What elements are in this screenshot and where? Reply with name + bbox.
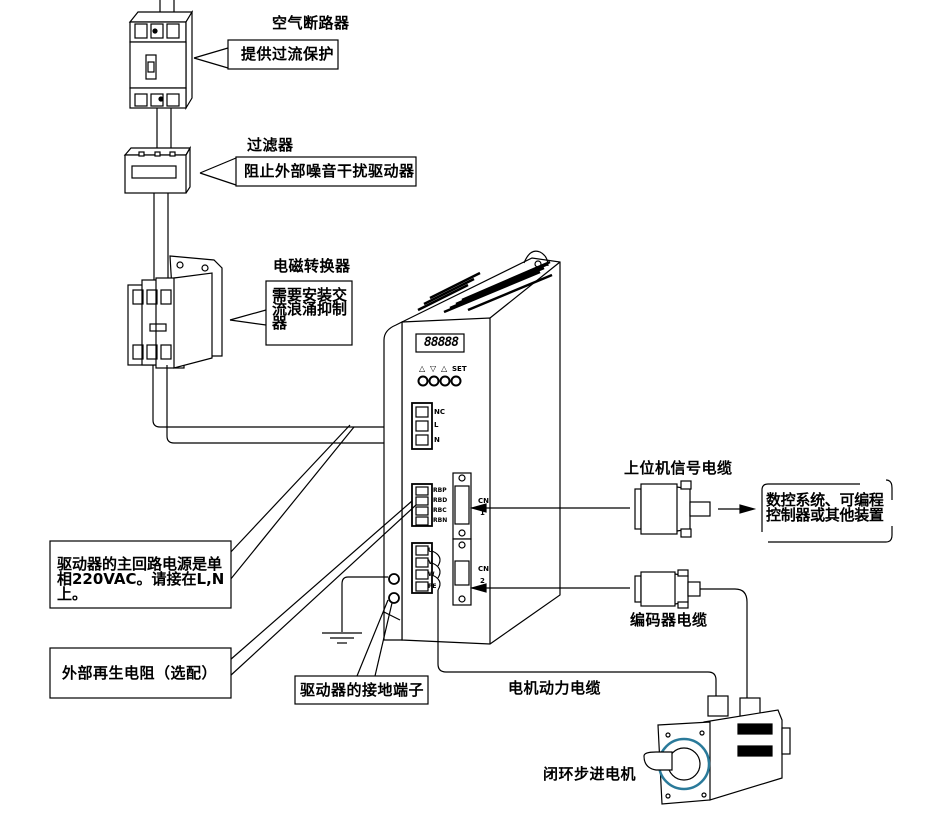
- power-terminal-block: [411, 402, 433, 450]
- terminal-n: N: [434, 436, 440, 444]
- terminal-rbn: RBN: [433, 517, 448, 524]
- regen-resistor-note: 外部再生电阻（选配）: [62, 664, 218, 682]
- encoder-cable-label: 编码器电缆: [630, 611, 708, 629]
- cn2-arrow-icon: [469, 583, 487, 593]
- host-cable-connector-icon: [634, 480, 711, 538]
- key-label-up: △: [419, 364, 426, 373]
- terminal-pe: PE: [428, 583, 437, 590]
- driver-body: [383, 250, 561, 645]
- terminal-rbp: RBP: [433, 487, 447, 494]
- regen-callout-box: [49, 647, 232, 699]
- keypad: [417, 375, 462, 387]
- ground-screw-1: [388, 573, 400, 585]
- terminal-rbc: RBC: [433, 507, 447, 514]
- power-wire-n: [166, 365, 418, 444]
- ground-callout-box: [294, 675, 429, 705]
- cn1-connector[interactable]: [452, 472, 472, 540]
- terminal-nc: NC: [434, 408, 445, 416]
- cn2-index: 2: [480, 577, 485, 585]
- motor-power-cable-wire: [437, 590, 717, 696]
- cn2-label: CN: [478, 565, 489, 573]
- breaker-note: 提供过流保护: [241, 45, 335, 63]
- circuit-breaker-icon: [128, 9, 194, 111]
- ground-symbol-icon: [322, 632, 362, 644]
- key-down[interactable]: [428, 375, 440, 387]
- cn1-arrow-icon: [469, 503, 487, 513]
- power-cable-label: 电机动力电缆: [508, 679, 602, 697]
- filter-label: 过滤器: [247, 136, 294, 154]
- host-device-note: 数控系统、可编程控制器或其他装置: [766, 491, 884, 524]
- terminal-u: U: [428, 547, 433, 554]
- filter-icon: [123, 145, 192, 194]
- brake-terminal-block: [411, 483, 433, 527]
- encoder-cable-wire: [700, 588, 748, 702]
- host-cable-label: 上位机信号电缆: [624, 459, 733, 477]
- power-wire-l: [152, 365, 418, 428]
- key-set[interactable]: [450, 375, 462, 387]
- cn1-index: 1: [480, 509, 485, 517]
- main-power-callout-box: [49, 540, 232, 609]
- key-up[interactable]: [417, 375, 429, 387]
- breaker-callout-box: [227, 39, 339, 70]
- cn2-connector[interactable]: [452, 538, 472, 606]
- main-power-note: 驱动器的主回路电源是单相220VAC。请接在L,N上。: [57, 555, 225, 603]
- contactor-callout-box: [265, 280, 353, 346]
- host-device-bracket: [761, 479, 893, 543]
- terminal-rbd: RBD: [433, 497, 448, 504]
- terminal-l: L: [434, 421, 439, 429]
- key-label-shift: △: [441, 364, 448, 373]
- key-shift[interactable]: [439, 375, 451, 387]
- terminal-v: V: [428, 559, 433, 566]
- breaker-label: 空气断路器: [272, 14, 350, 32]
- ground-wire: [341, 576, 388, 632]
- contactor-note: 需要安装交流浪涌抑制器: [272, 286, 348, 332]
- contactor-label: 电磁转换器: [273, 257, 351, 275]
- ground-screw-2: [388, 592, 400, 604]
- key-label-down: ▽: [430, 364, 437, 373]
- motor-terminal-block: [411, 542, 441, 594]
- terminal-w: W: [428, 571, 435, 578]
- cn1-label: CN: [478, 497, 489, 505]
- led-display: [415, 333, 465, 353]
- motor-label: 闭环步进电机: [543, 765, 637, 783]
- filter-callout-box: [235, 156, 417, 187]
- led-display-digits: 88888: [423, 335, 459, 350]
- stepper-motor-icon: [643, 695, 791, 805]
- encoder-cable-connector-icon: [634, 569, 701, 609]
- ground-terminal-note: 驱动器的接地端子: [300, 681, 425, 699]
- contactor-icon: [127, 255, 223, 369]
- host-arrow-icon: [739, 504, 757, 514]
- filter-note: 阻止外部噪音干扰驱动器: [244, 162, 415, 180]
- key-label-set: SET: [452, 365, 467, 373]
- breaker-pointer: [193, 47, 229, 59]
